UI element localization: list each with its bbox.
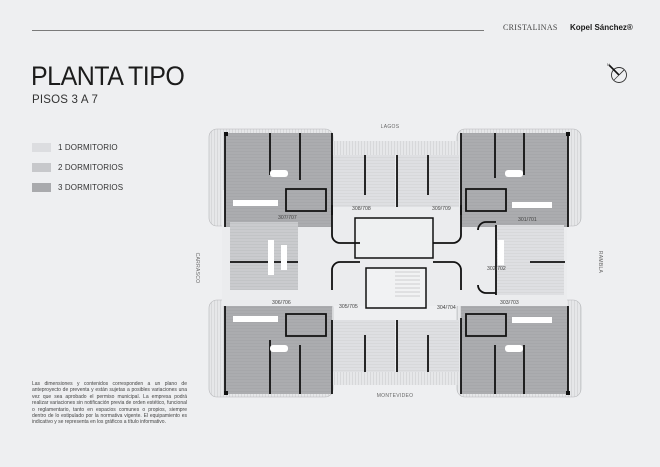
legend-item-3-bedrooms: 3 DORMITORIOS — [32, 177, 123, 197]
legend-item-1-bedroom: 1 DORMITORIO — [32, 137, 123, 157]
legend-swatch-2-bedrooms — [32, 162, 51, 172]
street-label-top: LAGOS — [381, 124, 400, 130]
street-label-left: CARRASCO — [194, 253, 200, 284]
floor-plan: LAGOS MONTEVIDEO CARRASCO RAMBLA — [194, 124, 603, 399]
brand-kopel-sanchez: Kopel Sánchez® — [570, 23, 633, 32]
fixtures — [233, 170, 552, 352]
legend-item-2-bedrooms: 2 DORMITORIOS — [32, 157, 123, 177]
disclaimer-text: Las dimensiones y contenidos corresponde… — [32, 381, 187, 426]
walls — [224, 133, 569, 394]
legend-swatch-1-bedroom — [32, 142, 51, 152]
unit-label-305: 305/705 — [339, 304, 358, 310]
terrace-south-strip — [330, 371, 461, 385]
page-title: PLANTA TIPO — [31, 61, 185, 92]
unit-307-707-area — [225, 133, 332, 227]
legend-label: 1 DORMITORIO — [58, 142, 118, 152]
terrace-north-strip — [330, 141, 461, 155]
unit-302-702-area — [496, 225, 564, 295]
legend-swatch-3-bedrooms — [32, 182, 51, 192]
legend-label: 3 DORMITORIOS — [58, 182, 124, 192]
street-label-bottom: MONTEVIDEO — [377, 393, 414, 399]
unit-label-306: 306/706 — [272, 300, 291, 306]
svg-text:N: N — [607, 62, 610, 67]
brand-cristalinas: CRISTALINAS — [503, 23, 558, 32]
north-arrow-icon: N — [607, 62, 627, 83]
page-subtitle: PISOS 3 A 7 — [32, 94, 99, 106]
street-label-right: RAMBLA — [597, 251, 603, 274]
header-divider — [32, 30, 484, 31]
unit-label-303: 303/703 — [500, 300, 519, 306]
unit-label-301: 301/701 — [518, 217, 537, 223]
columns — [224, 132, 570, 395]
unit-west-2br-area — [230, 222, 298, 290]
legend: 1 DORMITORIO 2 DORMITORIOS 3 DORMITORIOS — [32, 137, 123, 197]
legend-label: 2 DORMITORIOS — [58, 162, 124, 172]
unit-label-308: 308/708 — [352, 206, 371, 212]
stairs-icon — [395, 271, 420, 297]
unit-301-701-area — [461, 133, 568, 227]
unit-label-307: 307/707 — [278, 215, 297, 221]
unit-label-304: 304/704 — [437, 305, 456, 311]
unit-308-708-area — [333, 155, 395, 207]
elevator-core — [354, 217, 434, 259]
unit-label-302: 302/702 — [487, 266, 506, 272]
unit-305-705-area — [333, 320, 395, 372]
unit-label-309: 309/709 — [432, 206, 451, 212]
